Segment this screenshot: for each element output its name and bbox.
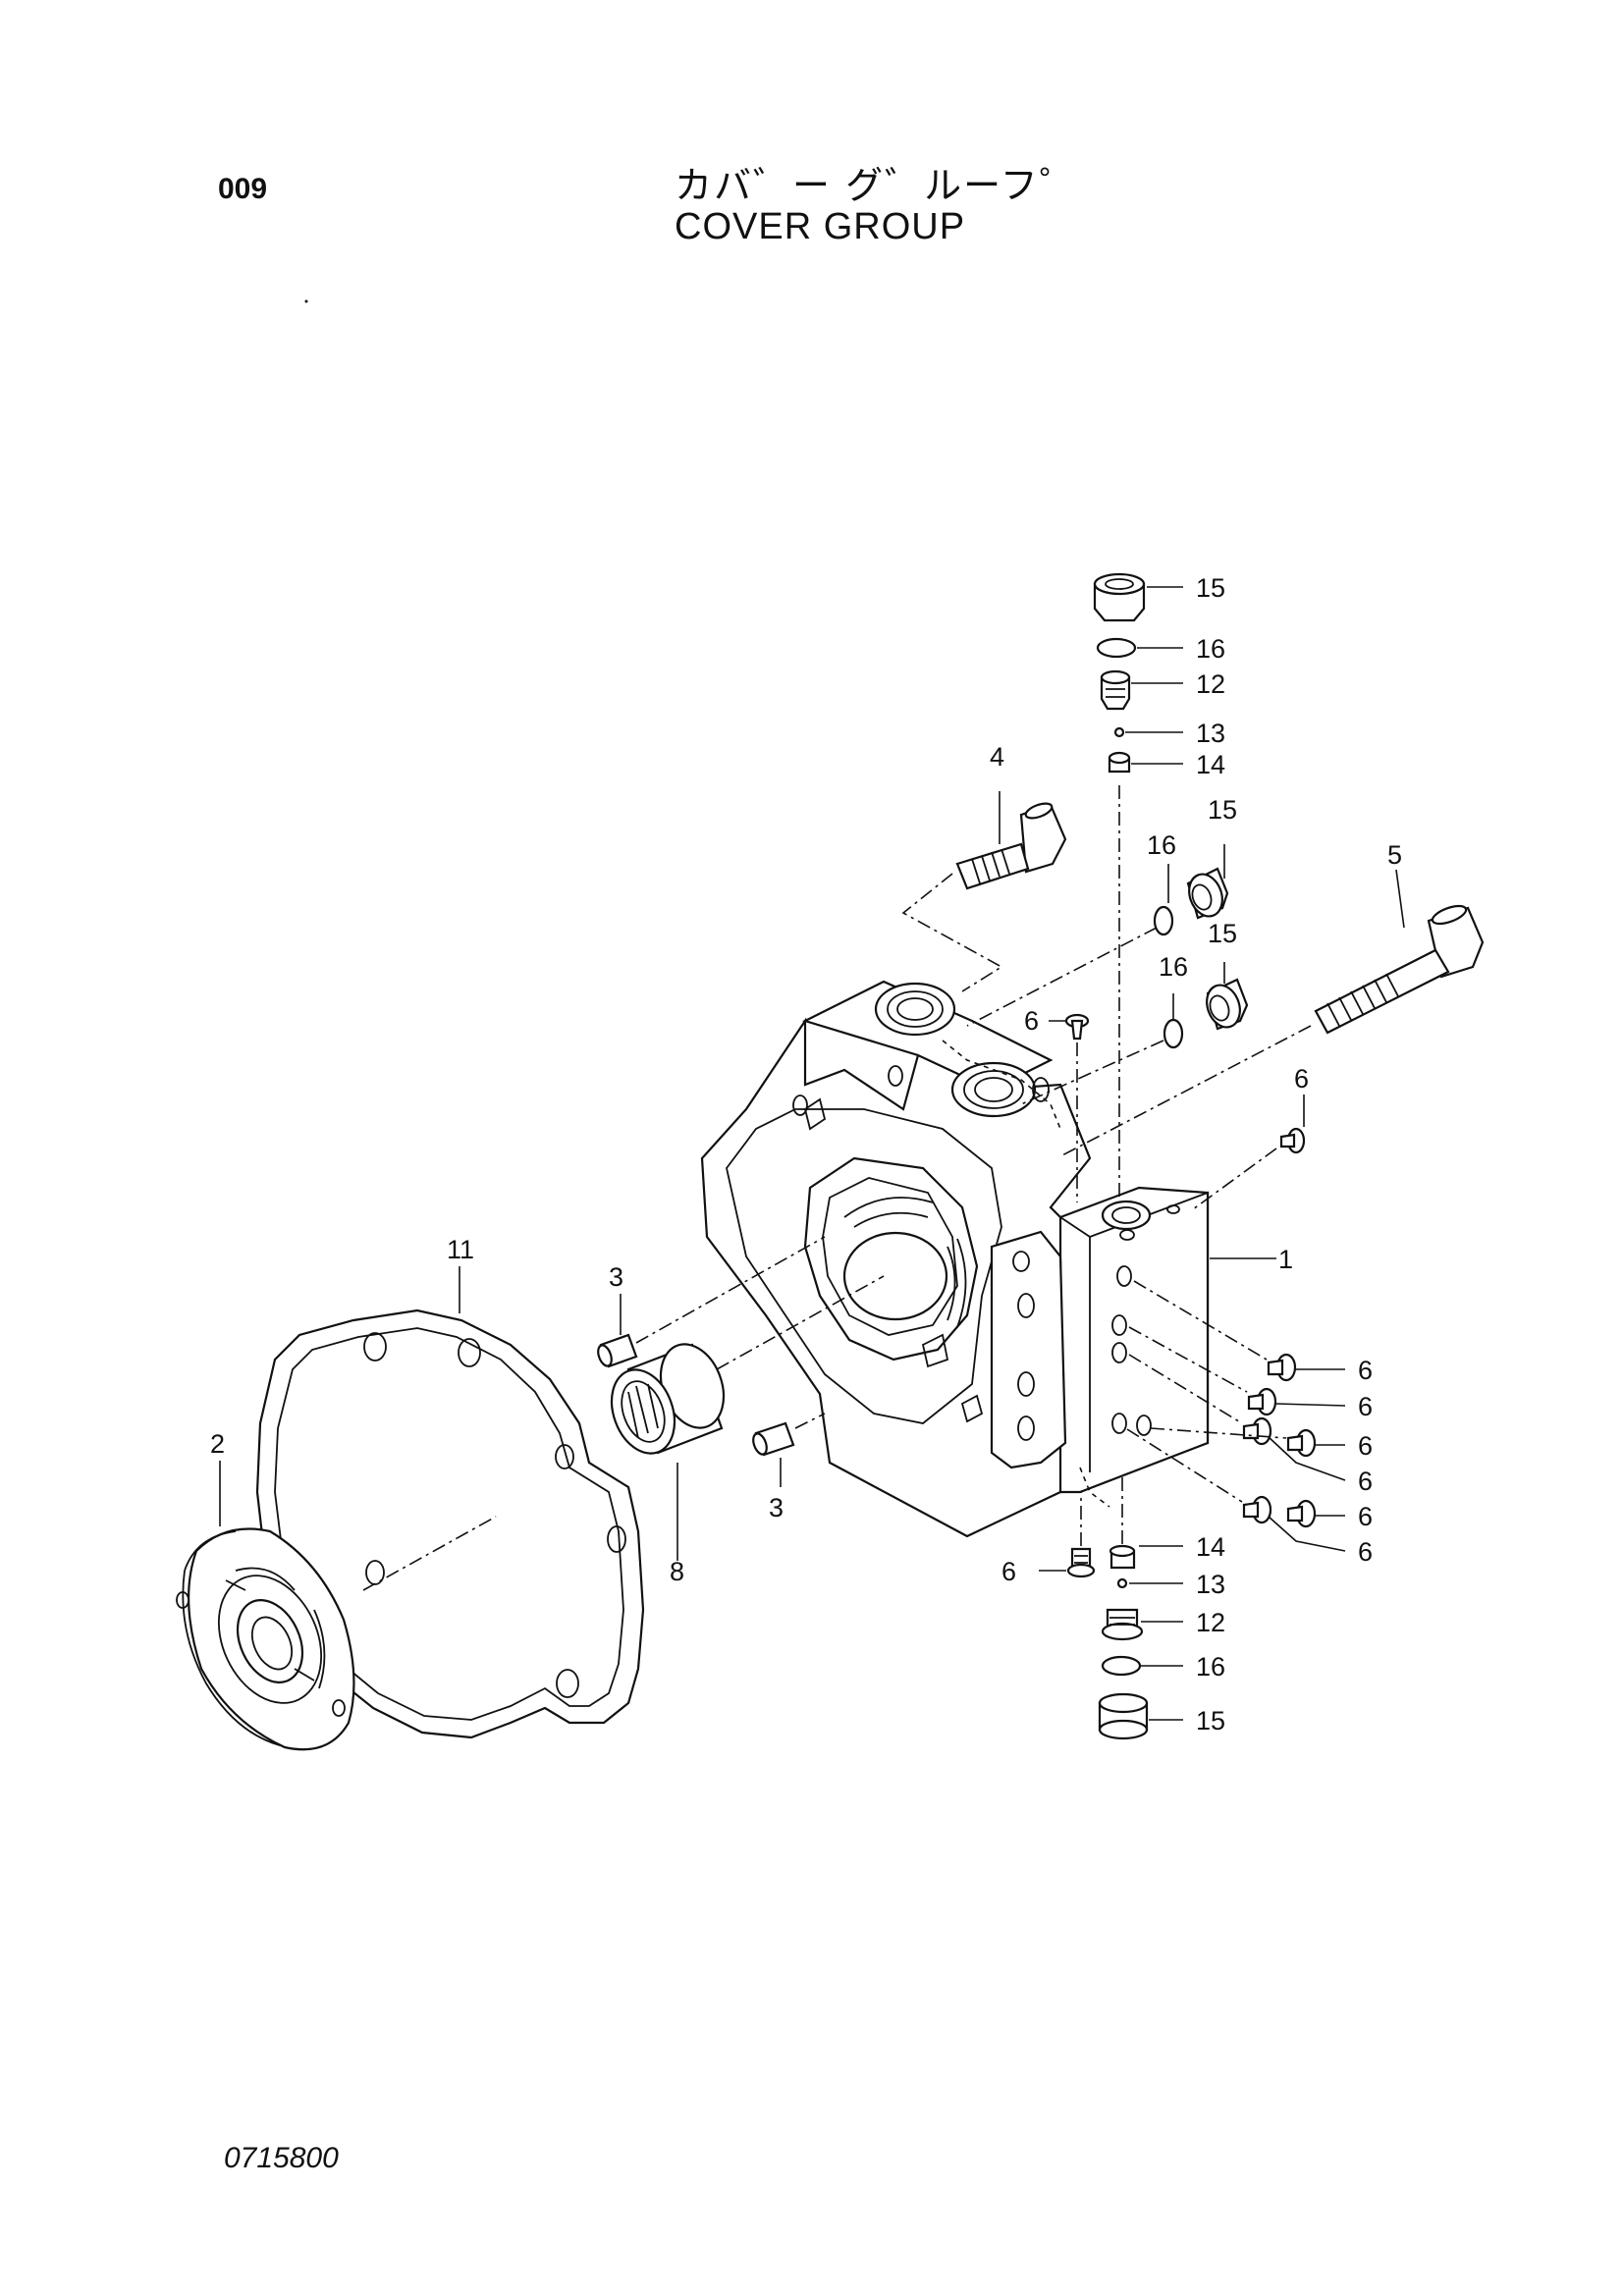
gasket-11: [255, 1266, 645, 1739]
callout-4: 4: [990, 742, 1004, 772]
callout-6-bottom: 6: [1001, 1557, 1016, 1586]
stray-dot: [304, 299, 308, 303]
bearing-8: [610, 1275, 885, 1561]
bolt-5: [1059, 869, 1485, 1157]
callout-3-top: 3: [609, 1262, 623, 1292]
callout-6-right: 6: [1294, 1064, 1309, 1094]
callout-13-top: 13: [1196, 719, 1225, 748]
callout-15-bottom: 15: [1196, 1706, 1225, 1735]
side-plugs: [966, 844, 1249, 1105]
callout-12-bottom: 12: [1196, 1608, 1225, 1637]
callout-8: 8: [670, 1557, 684, 1586]
callout-6-group-4: 6: [1358, 1467, 1373, 1496]
drawing-number: 0715800: [224, 2142, 339, 2174]
callout-13-bottom: 13: [1196, 1570, 1225, 1599]
callout-6-group-1: 6: [1358, 1356, 1373, 1385]
upper-plug-stack: [1093, 572, 1183, 1202]
callout-15-side-a: 15: [1208, 795, 1237, 825]
callout-6-group-3: 6: [1358, 1431, 1373, 1461]
callout-16-side-a: 16: [1147, 830, 1176, 860]
callout-6-group-2: 6: [1358, 1392, 1373, 1421]
title-japanese: カバ゛ー グ゛ルーフ゜: [675, 164, 1079, 207]
callout-2: 2: [210, 1429, 225, 1459]
cover-body: [700, 980, 1210, 1538]
valve-plate-2: [176, 1461, 355, 1751]
bolt-4: [901, 791, 1067, 992]
callout-6-group-5: 6: [1358, 1502, 1373, 1531]
small-screws: [1039, 1013, 1346, 1578]
title-english: COVER GROUP: [675, 206, 966, 247]
lower-plug-stack: [1098, 1477, 1183, 1740]
callout-14-top: 14: [1196, 750, 1225, 779]
callout-16-top: 16: [1196, 634, 1225, 664]
pins-3: [597, 1236, 826, 1487]
callout-3-bottom: 3: [769, 1493, 784, 1522]
callout-11: 11: [447, 1235, 474, 1264]
callout-15-top: 15: [1196, 573, 1225, 603]
callout-6-group-6: 6: [1358, 1537, 1373, 1567]
callout-16-side-b: 16: [1159, 952, 1188, 982]
callout-1: 1: [1278, 1245, 1293, 1274]
callout-labels: 15 16 12 13 14 4 16 15 5 15 16 6 6 1 11 …: [210, 573, 1402, 1735]
callout-5: 5: [1387, 840, 1402, 870]
callout-12-top: 12: [1196, 669, 1225, 699]
callout-16-bottom: 16: [1196, 1652, 1225, 1682]
page-number: 009: [218, 173, 268, 205]
callout-14-bottom: 14: [1196, 1532, 1225, 1562]
callout-6-top: 6: [1024, 1006, 1039, 1036]
callout-15-side-b: 15: [1208, 919, 1237, 948]
